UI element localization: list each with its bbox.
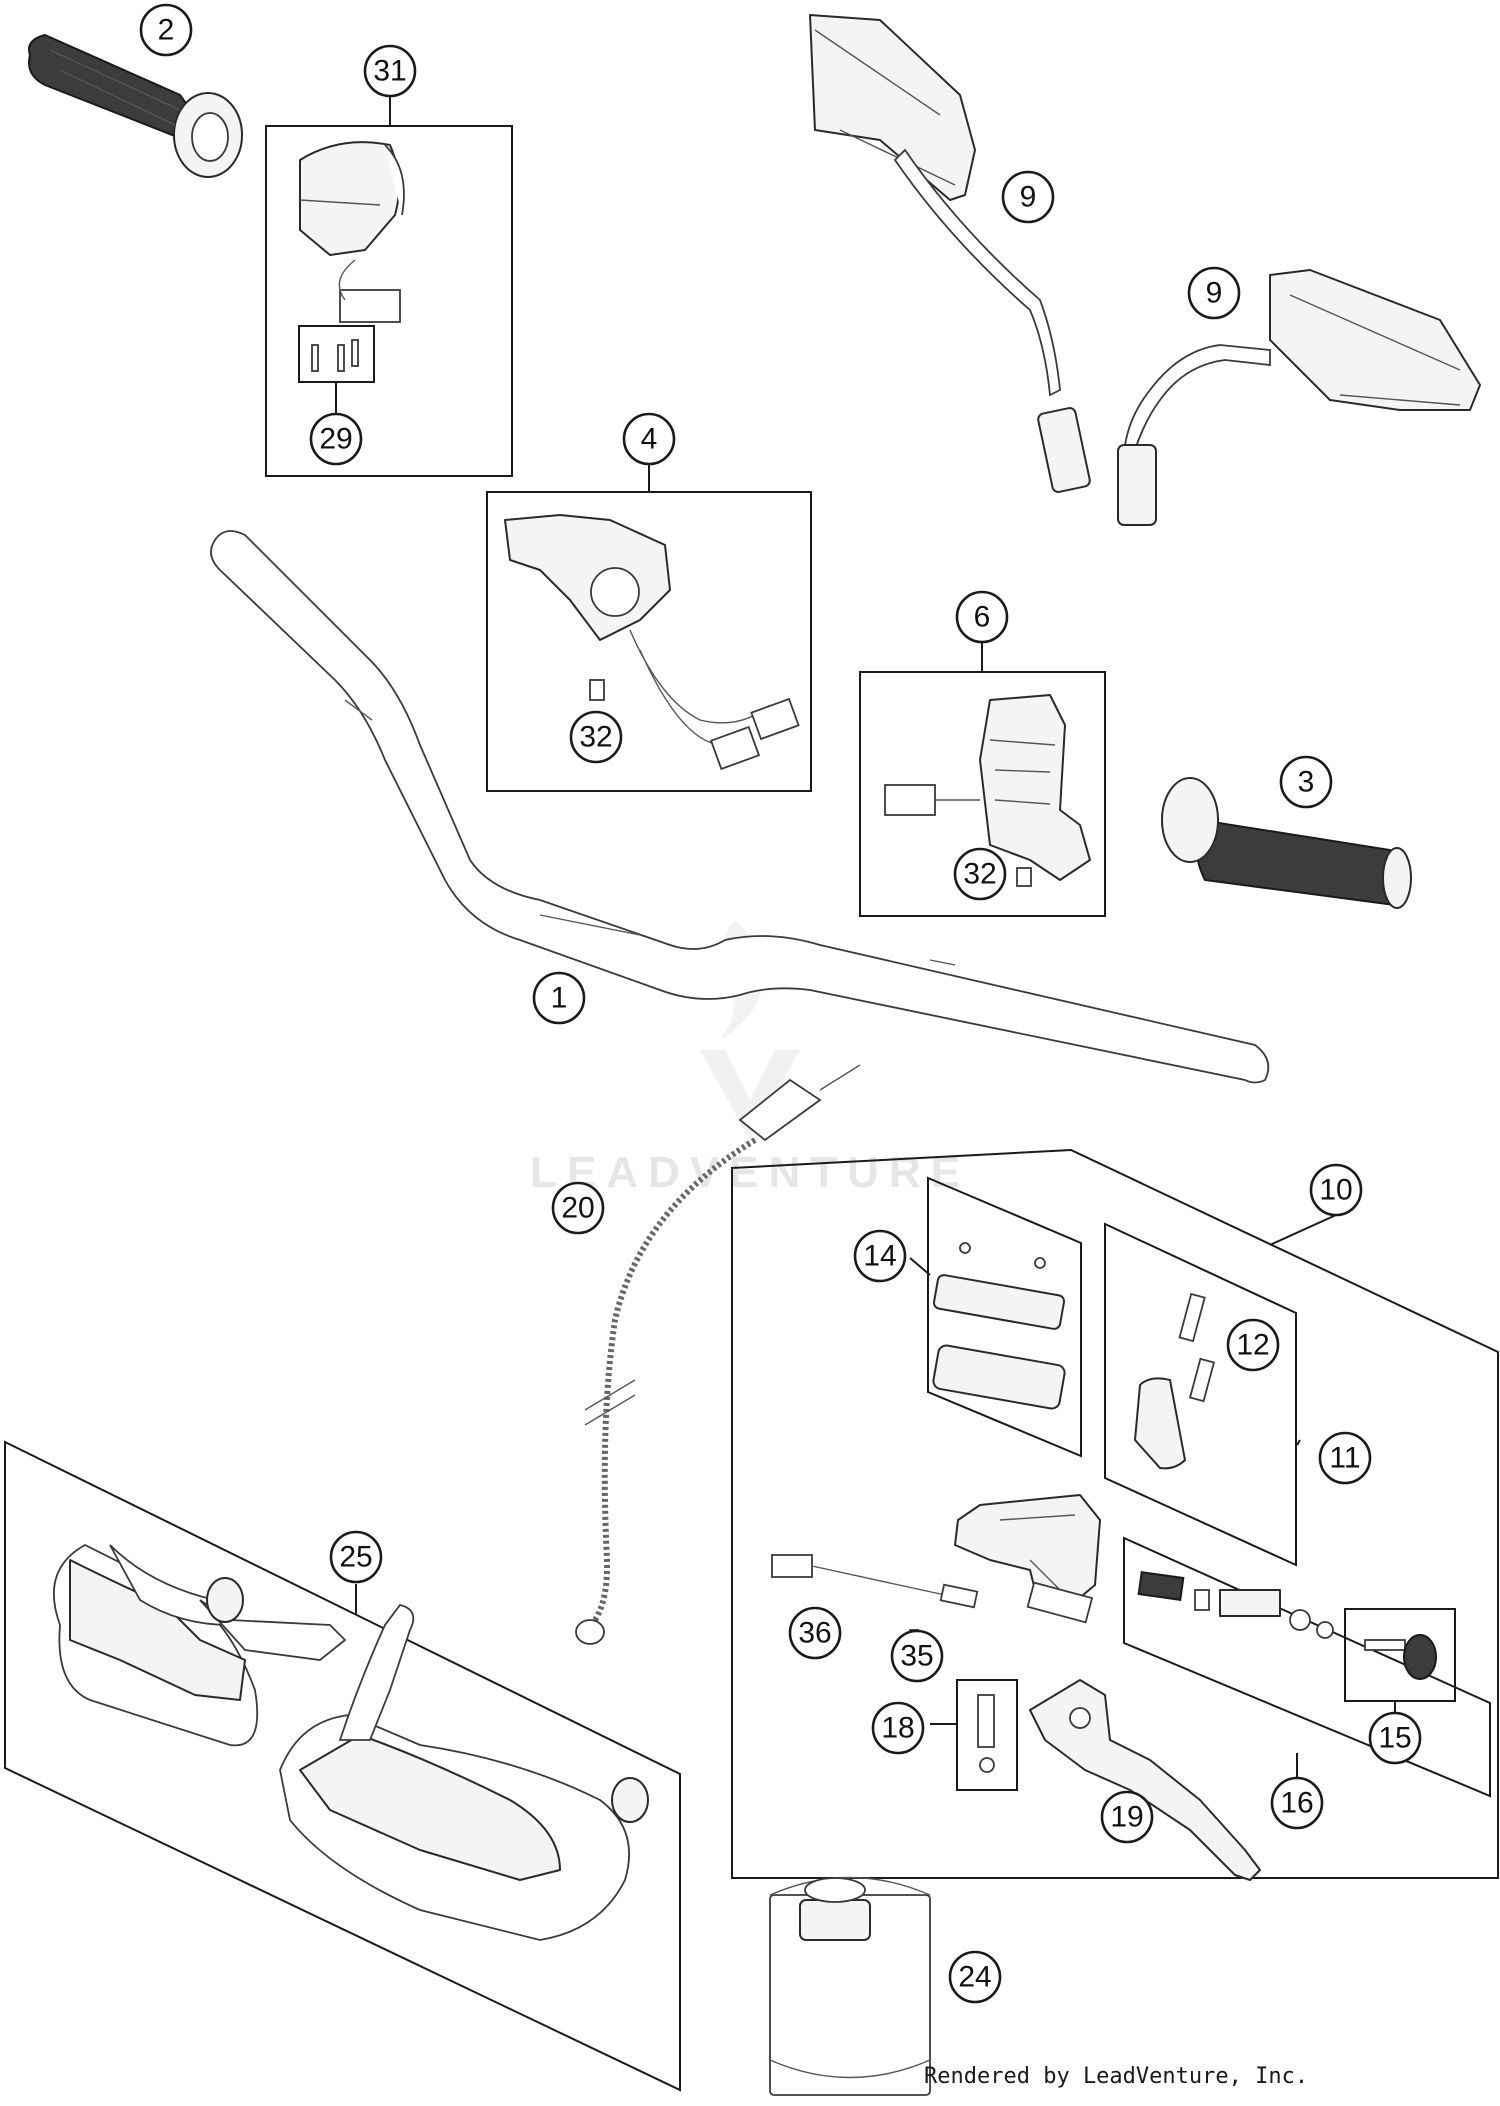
- callout-31: 31: [363, 44, 417, 98]
- svg-text:25: 25: [339, 1541, 372, 1574]
- piston-16: [1137, 1571, 1334, 1639]
- svg-text:4: 4: [641, 423, 658, 456]
- svg-text:12: 12: [1236, 1329, 1269, 1362]
- svg-text:3: 3: [1298, 766, 1315, 799]
- svg-text:9: 9: [1020, 181, 1037, 214]
- callout-32-a: 32: [569, 710, 623, 764]
- callout-3: 3: [1279, 755, 1333, 809]
- callout-35: 35: [890, 1629, 944, 1683]
- svg-text:36: 36: [798, 1617, 831, 1650]
- reservoir-cover-14: [932, 1242, 1066, 1410]
- box-screw-18: [956, 1679, 1018, 1791]
- svg-text:32: 32: [963, 858, 996, 891]
- box-clamp-11: [1104, 1222, 1297, 1567]
- callout-14: 14: [853, 1229, 907, 1283]
- mirror-right-9: [1117, 269, 1481, 526]
- callout-9-left: 9: [1001, 170, 1055, 224]
- clamp-11: [1134, 1292, 1216, 1470]
- svg-text:24: 24: [958, 1961, 991, 1994]
- handlebar: [210, 530, 1270, 1084]
- callout-10: 10: [1309, 1163, 1363, 1217]
- callout-18: 18: [871, 1701, 925, 1755]
- callout-24: 24: [948, 1950, 1002, 2004]
- callout-36: 36: [788, 1606, 842, 1660]
- callout-16: 16: [1270, 1776, 1324, 1830]
- callout-9-right: 9: [1187, 266, 1241, 320]
- svg-text:29: 29: [319, 423, 352, 456]
- watermark-text: LEADVENTURE: [529, 1148, 971, 1197]
- svg-text:32: 32: [579, 721, 612, 754]
- svg-text:10: 10: [1319, 1174, 1352, 1207]
- callout-12: 12: [1226, 1318, 1280, 1372]
- box-cover-14: [927, 1176, 1082, 1458]
- svg-text:18: 18: [881, 1712, 914, 1745]
- svg-text:2: 2: [158, 14, 175, 47]
- callout-15: 15: [1368, 1711, 1422, 1765]
- svg-text:20: 20: [561, 1192, 594, 1225]
- callout-6: 6: [955, 590, 1009, 644]
- callout-19: 19: [1100, 1790, 1154, 1844]
- leader-lines: [335, 96, 1396, 1780]
- svg-text:15: 15: [1378, 1722, 1411, 1755]
- cable-20: [575, 1064, 861, 1645]
- svg-text:35: 35: [900, 1640, 933, 1673]
- svg-text:1: 1: [551, 982, 568, 1015]
- svg-text:31: 31: [373, 55, 406, 88]
- svg-text:19: 19: [1110, 1801, 1143, 1834]
- grip-right: [1161, 777, 1412, 909]
- screw-18: [977, 1694, 995, 1773]
- switch-housing-4: [504, 514, 800, 771]
- box-screws-29: [298, 325, 375, 383]
- credit-text: Rendered by LeadVenture, Inc.: [924, 2064, 1309, 2089]
- fluid-can-24: [769, 1876, 931, 2096]
- callout-20: 20: [551, 1181, 605, 1235]
- svg-text:14: 14: [863, 1240, 896, 1273]
- svg-text:6: 6: [974, 601, 991, 634]
- callout-11: 11: [1318, 1431, 1372, 1485]
- svg-text:11: 11: [1329, 1442, 1360, 1475]
- box-seal-15: [1344, 1608, 1456, 1702]
- screws-29: [311, 339, 359, 372]
- master-cylinder: [954, 1494, 1101, 1624]
- handguards-25: [53, 1543, 649, 1941]
- switch-housing-6: [884, 694, 1091, 887]
- svg-text:9: 9: [1206, 277, 1223, 310]
- grip-left: [28, 33, 243, 178]
- callout-2: 2: [139, 3, 193, 57]
- callout-32-b: 32: [953, 847, 1007, 901]
- box-brake-master-10: [731, 1148, 1499, 1879]
- svg-text:16: 16: [1280, 1787, 1313, 1820]
- seal-15: [1364, 1634, 1437, 1680]
- callout-4: 4: [622, 412, 676, 466]
- switch-housing-31: [299, 141, 405, 323]
- lever-19: [1029, 1679, 1261, 1881]
- callout-29: 29: [309, 412, 363, 466]
- mirror-left-9: [809, 14, 1091, 493]
- callout-25: 25: [329, 1530, 383, 1584]
- box-handguards-25: [4, 1440, 681, 2092]
- callout-1: 1: [532, 971, 586, 1025]
